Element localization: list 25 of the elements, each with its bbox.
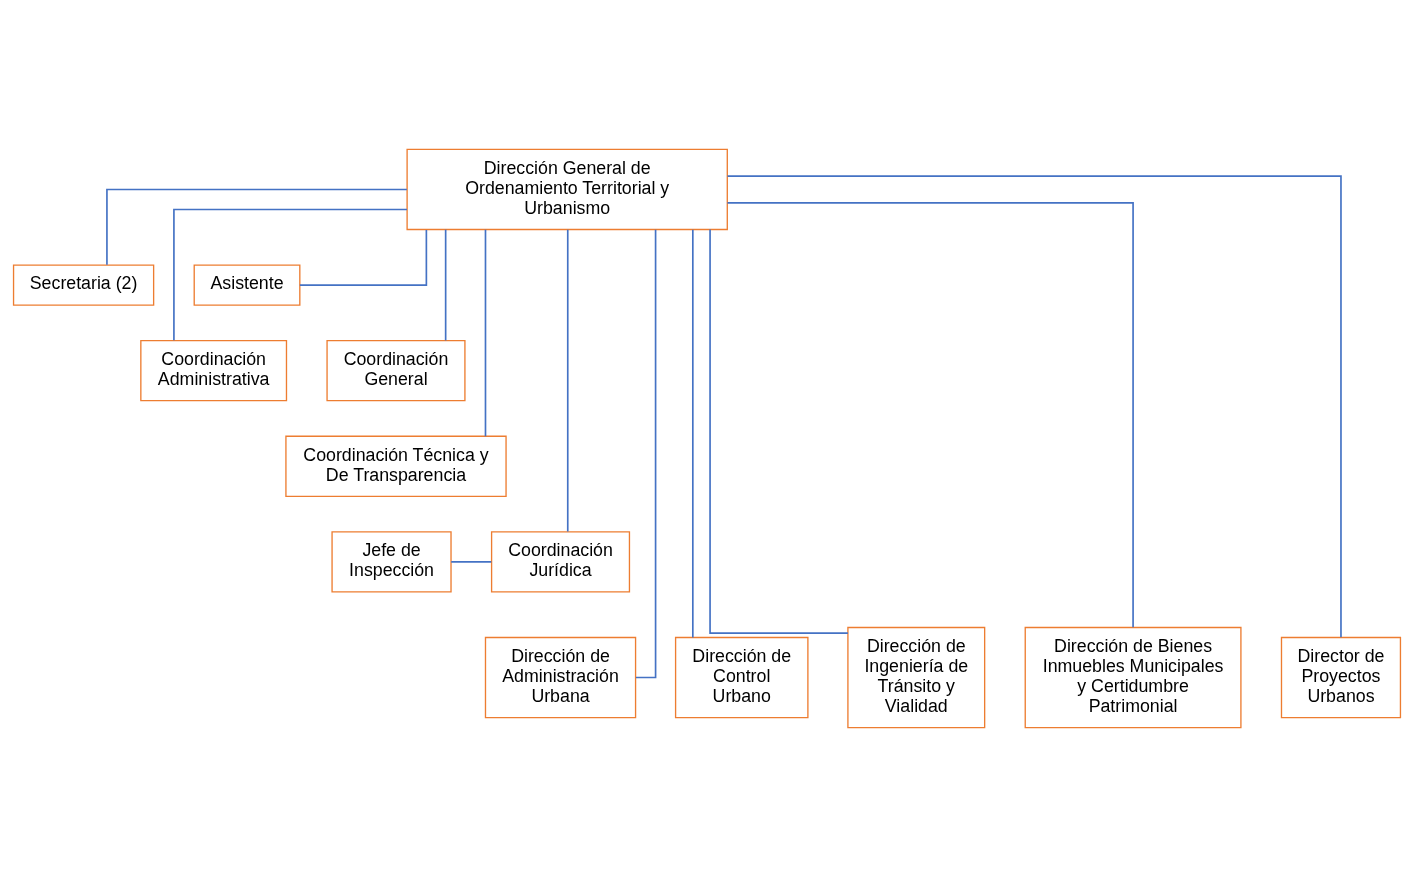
- node-box: Dirección de Control Urbano: [674, 636, 809, 719]
- connector: [444, 228, 446, 342]
- node-box: Coordinación General: [325, 340, 466, 402]
- node-box: Director de Proyectos Urbanos: [1280, 636, 1401, 719]
- node-box: Dirección General de Ordenamiento Territorial y Urbanismo: [405, 148, 728, 231]
- node-box: Coordinación Técnica y De Transparencia: [284, 435, 507, 497]
- node-box: Dirección de Administración Urbana: [484, 636, 636, 719]
- connector: [172, 208, 408, 342]
- connector: [726, 201, 1134, 628]
- node-box: Asistente: [193, 264, 300, 306]
- node-box: Coordinación Jurídica: [490, 531, 630, 593]
- connector: [484, 228, 486, 438]
- connector: [298, 229, 427, 286]
- connector: [105, 188, 408, 266]
- connector: [449, 561, 492, 563]
- node-box: Coordinación Administrativa: [139, 340, 287, 402]
- node-box: Dirección de Bienes Inmuebles Municipales y Certidumbre Patrimonial: [1024, 626, 1242, 729]
- node-box: Jefe de Inspección: [330, 531, 452, 593]
- node-box: Secretaria (2): [12, 264, 154, 306]
- connector: [566, 228, 569, 533]
- connector: [726, 175, 1342, 639]
- connector: [691, 229, 694, 639]
- connector: [634, 229, 656, 679]
- node-box: Dirección de Ingeniería de Tránsito y Vialidad: [846, 626, 985, 729]
- connector: [708, 228, 849, 634]
